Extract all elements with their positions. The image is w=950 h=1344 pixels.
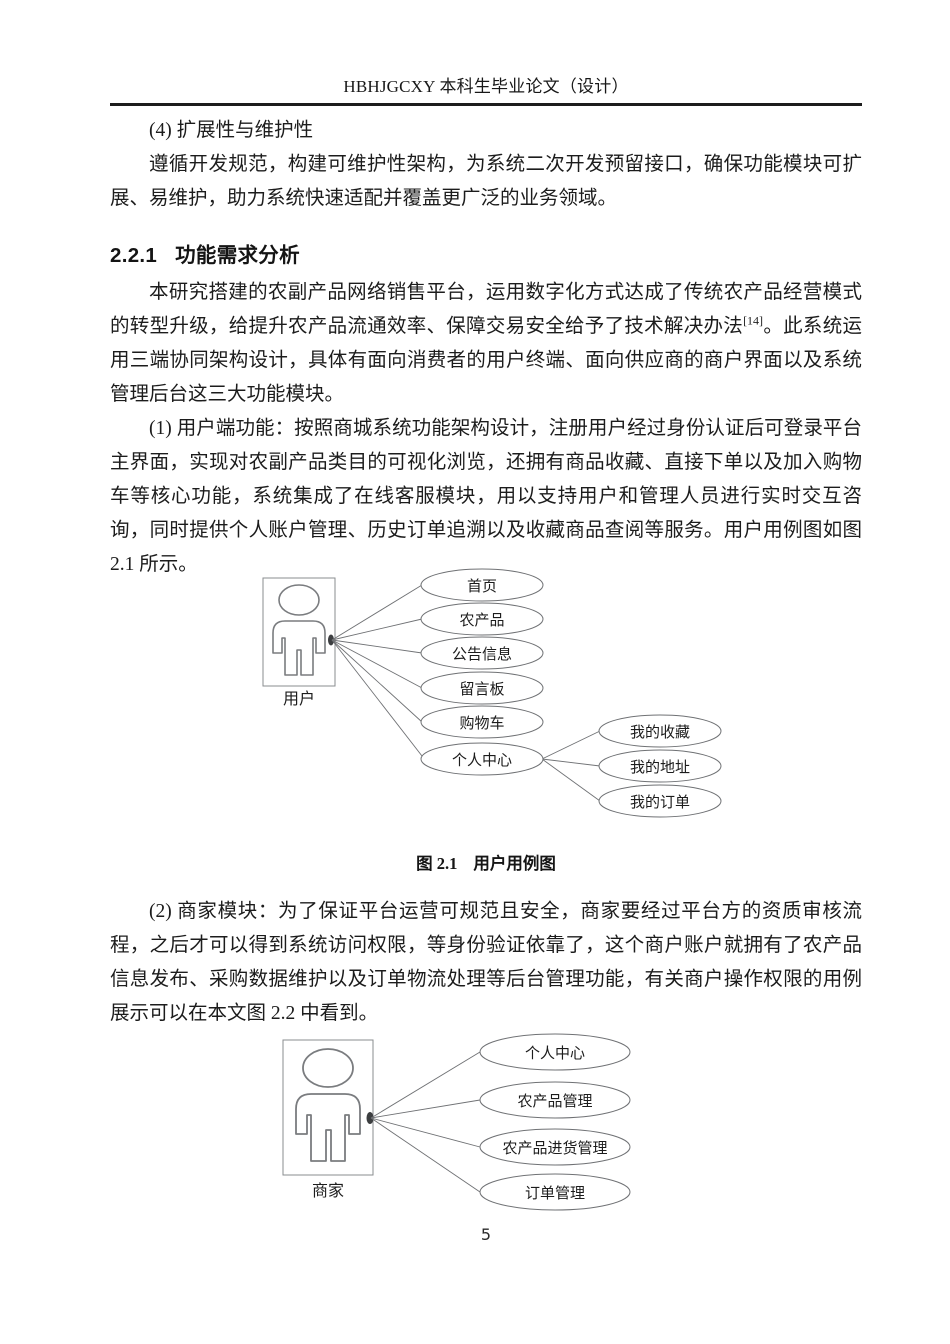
figure-merchant-usecase-diagram: 商家 个人中心 农产品管理 农产品进货管理 订单管理 xyxy=(275,1030,655,1220)
actor-body-icon xyxy=(295,1093,361,1162)
usecase-label: 农产品 xyxy=(459,612,504,629)
usecase-label: 我的收藏 xyxy=(630,724,690,741)
section-heading: 2.2.1 功能需求分析 xyxy=(110,238,862,268)
usecase-diagram-2-svg: 商家 个人中心 农产品管理 农产品进货管理 订单管理 xyxy=(282,1033,631,1211)
usecase-label: 我的订单 xyxy=(630,794,690,811)
item-4-paragraph: 遵循开发规范，构建可维护性架构，为系统二次开发预留接口，确保功能模块可扩展、易维… xyxy=(110,154,862,209)
usecase-ellipse xyxy=(479,1173,631,1211)
merchant-section: (2) 商家模块：为了保证平台运营可规范且安全，商家要经过平台方的资质审核流程，… xyxy=(110,895,862,1031)
usecase-label: 订单管理 xyxy=(525,1185,585,1202)
usecase-label: 农产品管理 xyxy=(517,1093,592,1110)
association-lines-secondary xyxy=(541,730,601,802)
section-number: 2.2.1 xyxy=(110,244,158,267)
usecase-label: 留言板 xyxy=(459,680,504,698)
running-header: HBHJGCXY 本科生毕业论文（设计） xyxy=(343,77,629,96)
overview-text-1: 本研究搭建的农副产品网络销售平台，运用数字化方式达成了传统农产品经营模式的转型升… xyxy=(110,282,862,337)
figure-user-usecase-diagram: 用户 xyxy=(250,558,740,830)
usecase-ellipse xyxy=(479,1128,631,1166)
actor-label-user: 用户 xyxy=(283,690,315,708)
actor-anchor-point xyxy=(328,634,334,646)
usecase-ellipses-secondary xyxy=(598,714,722,818)
actor-head-icon xyxy=(278,584,320,616)
usecase-ellipse xyxy=(479,1033,631,1071)
usecase-ellipse xyxy=(420,705,544,739)
usecase-label: 我的地址 xyxy=(630,759,690,776)
usecase-ellipse xyxy=(479,1081,631,1119)
section-title: 功能需求分析 xyxy=(175,244,300,267)
usecase-label: 农产品进货管理 xyxy=(502,1140,607,1157)
usecase-ellipse xyxy=(598,714,722,748)
usecase-label: 购物车 xyxy=(459,715,504,732)
usecase-label: 首页 xyxy=(467,578,497,595)
page-number: 5 xyxy=(480,1225,492,1244)
overview-paragraph: 本研究搭建的农副产品网络销售平台，运用数字化方式达成了传统农产品经营模式的转型升… xyxy=(110,276,862,412)
usecase-ellipse xyxy=(598,749,722,783)
usecase-label: 个人中心 xyxy=(525,1045,585,1062)
merchant-module-paragraph: (2) 商家模块：为了保证平台运营可规范且安全，商家要经过平台方的资质审核流程，… xyxy=(110,901,862,1024)
usecase-ellipse xyxy=(420,636,544,670)
figure-1-caption: 图 2.1 用户用例图 xyxy=(110,850,862,874)
usecase-ellipse xyxy=(420,602,544,636)
usecase-labels-primary: 首页 农产品 公告信息 留言板 购物车 个人中心 xyxy=(452,578,512,769)
usecase-diagram-1-svg: 用户 xyxy=(262,568,722,818)
usecase-ellipse xyxy=(420,742,544,776)
figure-1-caption-title: 用户用例图 xyxy=(473,854,556,873)
usecase-ellipse xyxy=(420,671,544,705)
user-module-paragraph: (1) 用户端功能：按照商城系统功能架构设计，注册用户经过身份认证后可登录平台主… xyxy=(110,418,862,575)
usecase-labels-secondary: 我的收藏 我的地址 我的订单 xyxy=(630,724,690,811)
usecase-label: 个人中心 xyxy=(452,752,512,769)
usecase-ellipse xyxy=(420,568,544,602)
usecase-ellipses-primary xyxy=(420,568,544,776)
actor-anchor-point xyxy=(366,1112,374,1124)
page-content: (4) 扩展性与维护性 遵循开发规范，构建可维护性架构，为系统二次开发预留接口，… xyxy=(110,114,862,582)
header-rule xyxy=(110,103,862,106)
item-4-heading: (4) 扩展性与维护性 xyxy=(149,120,314,141)
actor-label-merchant: 商家 xyxy=(312,1182,344,1200)
citation-marker: [14] xyxy=(743,313,764,328)
usecase-label: 公告信息 xyxy=(452,646,512,663)
association-lines-primary xyxy=(331,584,423,757)
actor-head-icon xyxy=(302,1048,354,1088)
association-lines xyxy=(370,1051,481,1193)
overview-text-2: 。此系统运用三端协同架构设计，具体有面向消费者的用户终端、面向供应商的商户界面以… xyxy=(110,316,862,405)
usecase-labels: 个人中心 农产品管理 农产品进货管理 订单管理 xyxy=(502,1045,607,1202)
figure-1-caption-number: 图 2.1 xyxy=(416,854,458,873)
actor-body-icon xyxy=(272,620,326,676)
usecase-ellipse xyxy=(598,784,722,818)
usecase-ellipses xyxy=(479,1033,631,1211)
